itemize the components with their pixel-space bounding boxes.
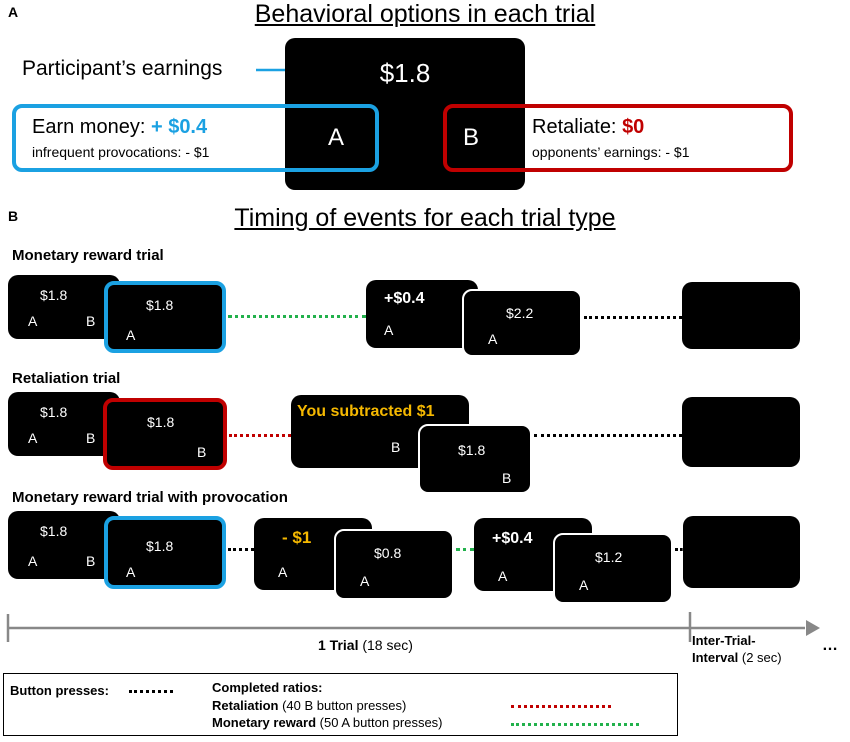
r2-screen-2: $1.8 B — [103, 398, 227, 470]
r3-iti-screen — [683, 516, 800, 588]
legend-black-dots — [129, 690, 173, 693]
option-a-value: + $0.4 — [150, 116, 208, 138]
r1-s1-b: B — [86, 313, 96, 329]
r3-s5-a: A — [498, 568, 508, 584]
r2-screen-4: $1.8 B — [418, 424, 532, 494]
r1-screen-1: $1.8 A B — [8, 275, 120, 339]
r1-s3-amount: +$0.4 — [384, 290, 425, 307]
r3-green-dots — [456, 548, 474, 551]
option-a-box: Earn money: + $0.4 infrequent provocatio… — [12, 104, 379, 172]
r1-screen-4: $2.2 A — [462, 289, 582, 357]
main-trial-screen: $1.8 — [285, 38, 525, 190]
r3-black-dots-2 — [675, 548, 683, 551]
legend-button-presses: Button presses: — [10, 683, 109, 698]
panel-b-label: B — [8, 208, 19, 224]
r1-s1-a: A — [28, 313, 38, 329]
r3-screen-2: $1.8 A — [104, 516, 226, 589]
r3-s1-a: A — [28, 553, 38, 569]
r1-s2-a: A — [126, 327, 136, 343]
option-a-title: Earn money: + $0.4 — [32, 116, 208, 138]
r1-screen-3: +$0.4 A — [366, 280, 478, 348]
iti-label: Inter-Trial- Interval (2 sec) — [692, 633, 782, 665]
r1-green-dots — [228, 315, 366, 318]
r3-s1-b: B — [86, 553, 96, 569]
r3-s1-amount: $1.8 — [40, 523, 68, 539]
r2-black-dots — [534, 434, 682, 437]
r2-screen-1: $1.8 A B — [8, 392, 120, 456]
option-b-sub: opponents’ earnings: - $1 — [532, 144, 690, 160]
r3-s3-a: A — [278, 564, 288, 580]
center-amount: $1.8 — [379, 58, 431, 88]
legend-monetary: Monetary reward (50 A button presses) — [212, 715, 443, 730]
r1-s4-amount: $2.2 — [506, 305, 534, 321]
timeline-ellipsis: … — [822, 637, 838, 654]
r3-s3-amount: - $1 — [282, 528, 312, 547]
option-b-value: $0 — [622, 116, 645, 138]
r2-s2-amount: $1.8 — [147, 414, 175, 430]
r2-s4-b: B — [502, 470, 512, 486]
r2-s2-b: B — [197, 444, 207, 460]
r2-red-dots — [229, 434, 291, 437]
r1-screen-2: $1.8 A — [104, 281, 226, 353]
panel-a-label: A — [8, 4, 19, 20]
option-b-key: B — [463, 124, 480, 151]
r3-s4-a: A — [360, 573, 370, 589]
row-title-monetary: Monetary reward trial — [12, 247, 164, 264]
option-b-title: Retaliate: $0 — [532, 116, 645, 138]
legend-green-dots — [511, 723, 639, 726]
legend-completed-ratios: Completed ratios: — [212, 680, 323, 695]
r3-s5-amount: +$0.4 — [492, 530, 533, 547]
r2-s3-amount: You subtracted $1 — [297, 403, 435, 420]
r2-iti-screen — [682, 397, 800, 467]
option-b-box: B Retaliate: $0 opponents’ earnings: - $… — [443, 104, 793, 172]
r1-s4-a: A — [488, 331, 498, 347]
r2-s4-amount: $1.8 — [458, 442, 486, 458]
r1-black-dots — [584, 316, 682, 319]
r3-s2-amount: $1.8 — [146, 538, 174, 554]
r3-screen-4: $0.8 A — [334, 529, 454, 600]
earnings-caption: Participant’s earnings — [22, 57, 223, 80]
r3-screen-6: $1.2 A — [553, 533, 673, 604]
r1-s1-amount: $1.8 — [40, 287, 68, 303]
r1-iti-screen — [682, 282, 800, 349]
r2-s1-a: A — [28, 430, 38, 446]
option-a-sub: infrequent provocations: - $1 — [32, 144, 210, 160]
trial-duration-label: 1 Trial (18 sec) — [318, 637, 413, 653]
r3-screen-1: $1.8 A B — [8, 511, 120, 579]
legend-box: Button presses: Completed ratios: Retali… — [3, 673, 678, 736]
r3-s2-a: A — [126, 564, 136, 580]
legend-retaliation: Retaliation (40 B button presses) — [212, 698, 407, 713]
r2-s1-amount: $1.8 — [40, 404, 68, 420]
legend-red-dots — [511, 705, 611, 708]
panel-a-heading: Behavioral options in each trial — [254, 0, 596, 28]
r3-s6-a: A — [579, 577, 589, 593]
row-title-provocation: Monetary reward trial with provocation — [12, 489, 288, 506]
option-a-key: A — [328, 124, 345, 151]
r2-s3-b: B — [391, 439, 401, 455]
panel-b-heading: Timing of events for each trial type — [234, 204, 616, 232]
r3-s6-amount: $1.2 — [595, 549, 623, 565]
r3-s4-amount: $0.8 — [374, 545, 402, 561]
row-title-retaliation: Retaliation trial — [12, 370, 121, 387]
timeline-axis — [6, 612, 820, 642]
r1-s3-a: A — [384, 322, 394, 338]
r2-s1-b: B — [86, 430, 96, 446]
r1-s2-amount: $1.8 — [146, 297, 174, 313]
r3-black-dots-1 — [228, 548, 254, 551]
